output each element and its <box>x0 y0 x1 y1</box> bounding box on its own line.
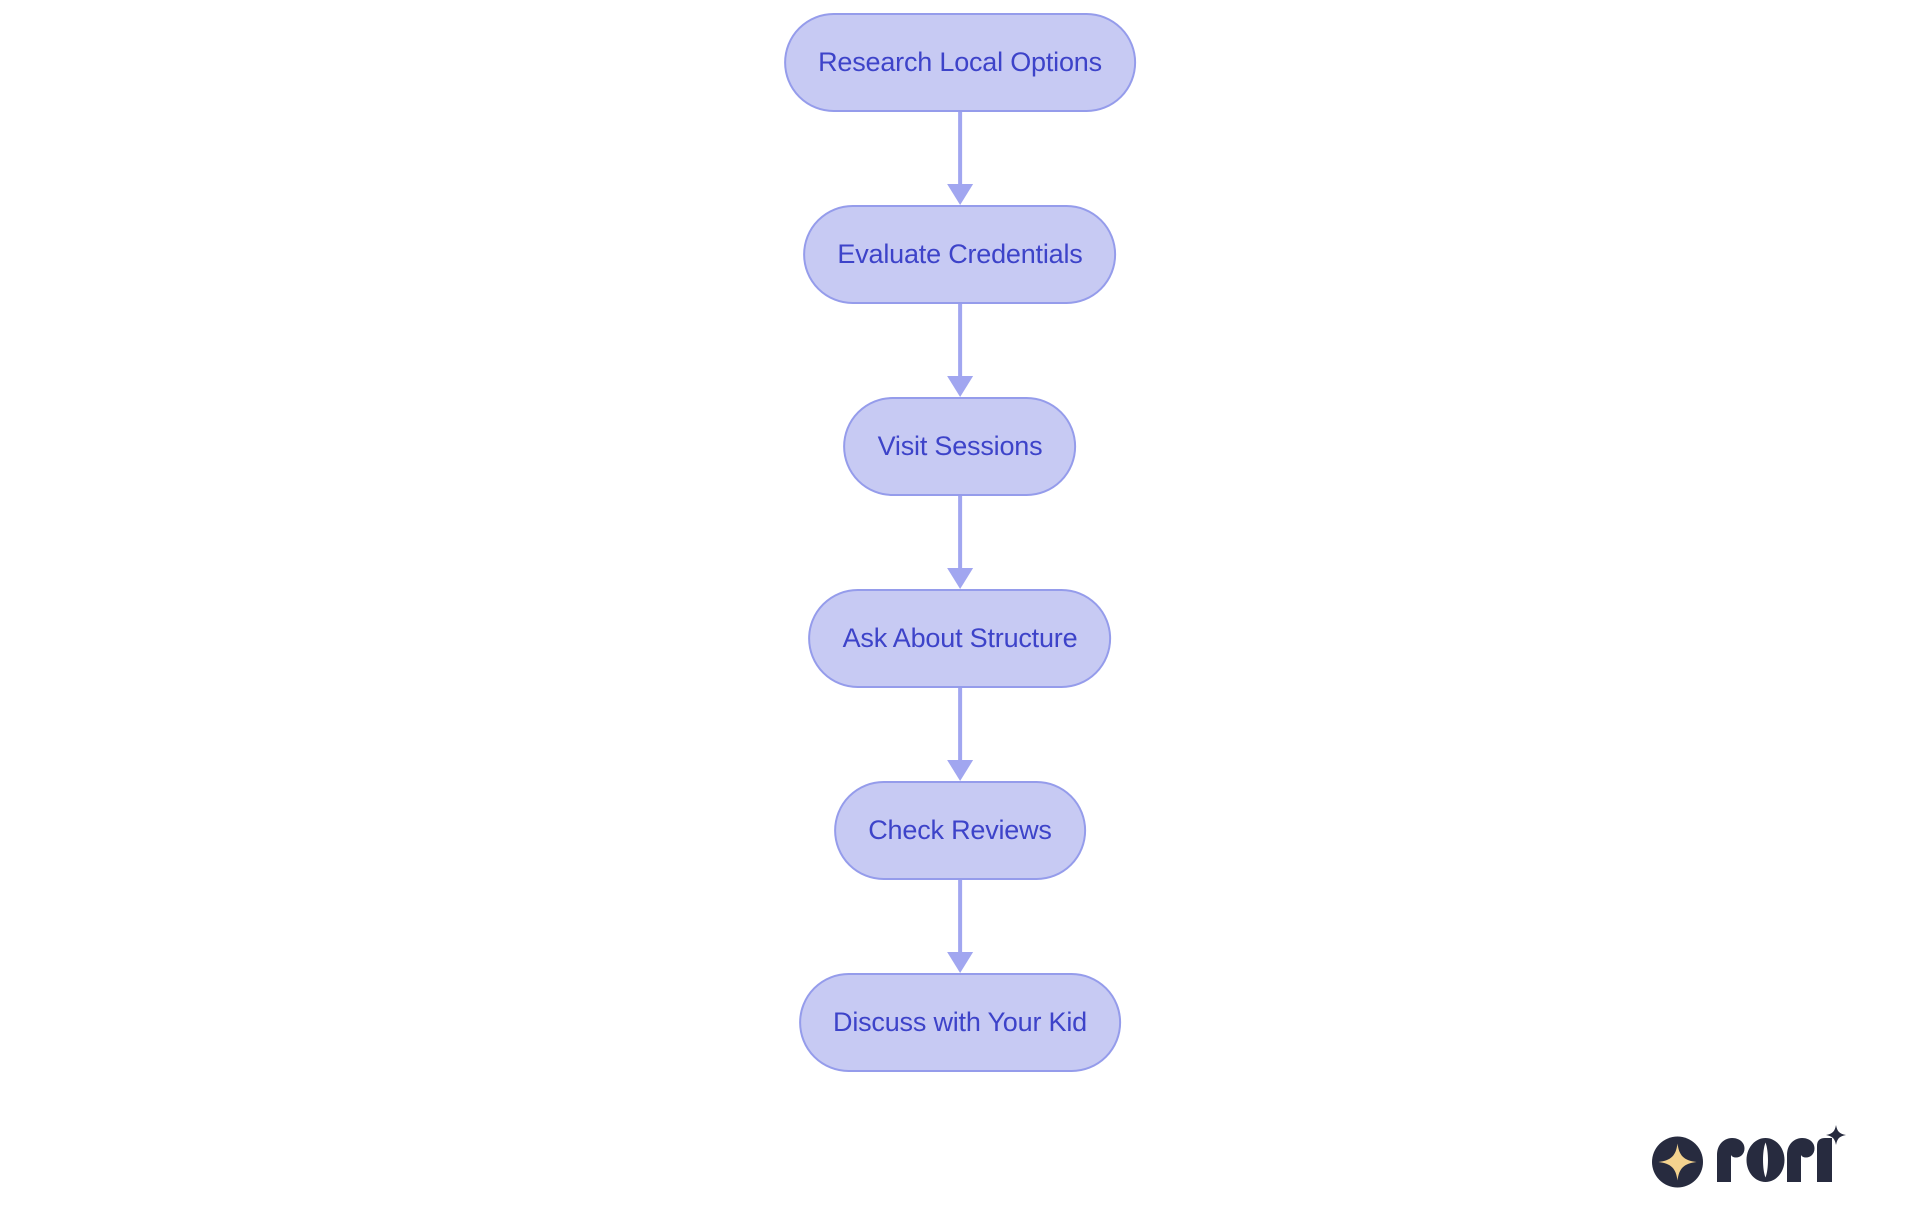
flow-node-label: Discuss with Your Kid <box>833 1007 1087 1037</box>
flow-arrow-3-4 <box>946 496 974 589</box>
arrow-line <box>957 496 962 571</box>
flow-node-label: Visit Sessions <box>877 431 1043 461</box>
flow-node-label: Check Reviews <box>868 815 1052 845</box>
flow-node-discuss-with-your-kid: Discuss with Your Kid <box>799 973 1121 1072</box>
arrow-head-down-icon <box>946 760 973 781</box>
logo-wordmark <box>1717 1125 1846 1182</box>
flow-arrow-1-2 <box>946 112 974 205</box>
arrow-line <box>957 688 962 763</box>
flow-node-label: Evaluate Credentials <box>837 239 1083 269</box>
flow-arrow-2-3 <box>946 304 974 397</box>
flow-node-label: Ask About Structure <box>842 623 1078 653</box>
arrow-line <box>957 880 962 955</box>
flow-node-visit-sessions: Visit Sessions <box>843 397 1077 496</box>
flow-arrow-4-5 <box>946 688 974 781</box>
rori-logo: rori <box>1652 1125 1848 1189</box>
flow-arrow-5-6 <box>946 880 974 973</box>
flow-node-ask-about-structure: Ask About Structure <box>808 589 1112 688</box>
arrow-head-down-icon <box>946 184 973 205</box>
arrow-head-down-icon <box>946 376 973 397</box>
flow-node-check-reviews: Check Reviews <box>834 781 1086 880</box>
flow-node-research-local-options: Research Local Options <box>784 13 1136 112</box>
arrow-line <box>957 304 962 379</box>
flowchart: Research Local Options Evaluate Credenti… <box>784 13 1136 1072</box>
flow-node-evaluate-credentials: Evaluate Credentials <box>803 205 1117 304</box>
flow-node-label: Research Local Options <box>818 47 1102 77</box>
arrow-line <box>957 112 962 187</box>
arrow-head-down-icon <box>946 952 973 973</box>
arrow-head-down-icon <box>946 568 973 589</box>
sparkle-badge-icon <box>1652 1136 1703 1188</box>
